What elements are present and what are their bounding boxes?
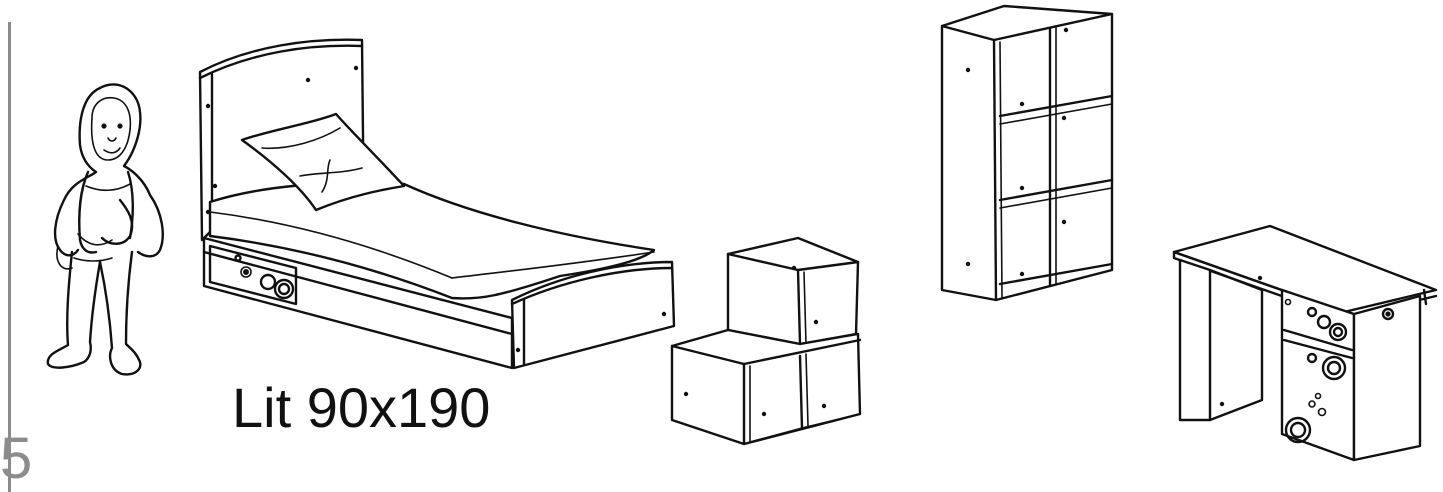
page-number: 5: [0, 426, 33, 491]
bed-caption: Lit 90x190: [232, 376, 491, 439]
margin-rule: [8, 22, 11, 492]
child-figure-icon: [46, 83, 164, 376]
bed-icon: [198, 38, 676, 370]
step-shelf-icon: [670, 236, 862, 446]
desk-icon: [1172, 224, 1438, 462]
bookcase-icon: [940, 4, 1114, 302]
